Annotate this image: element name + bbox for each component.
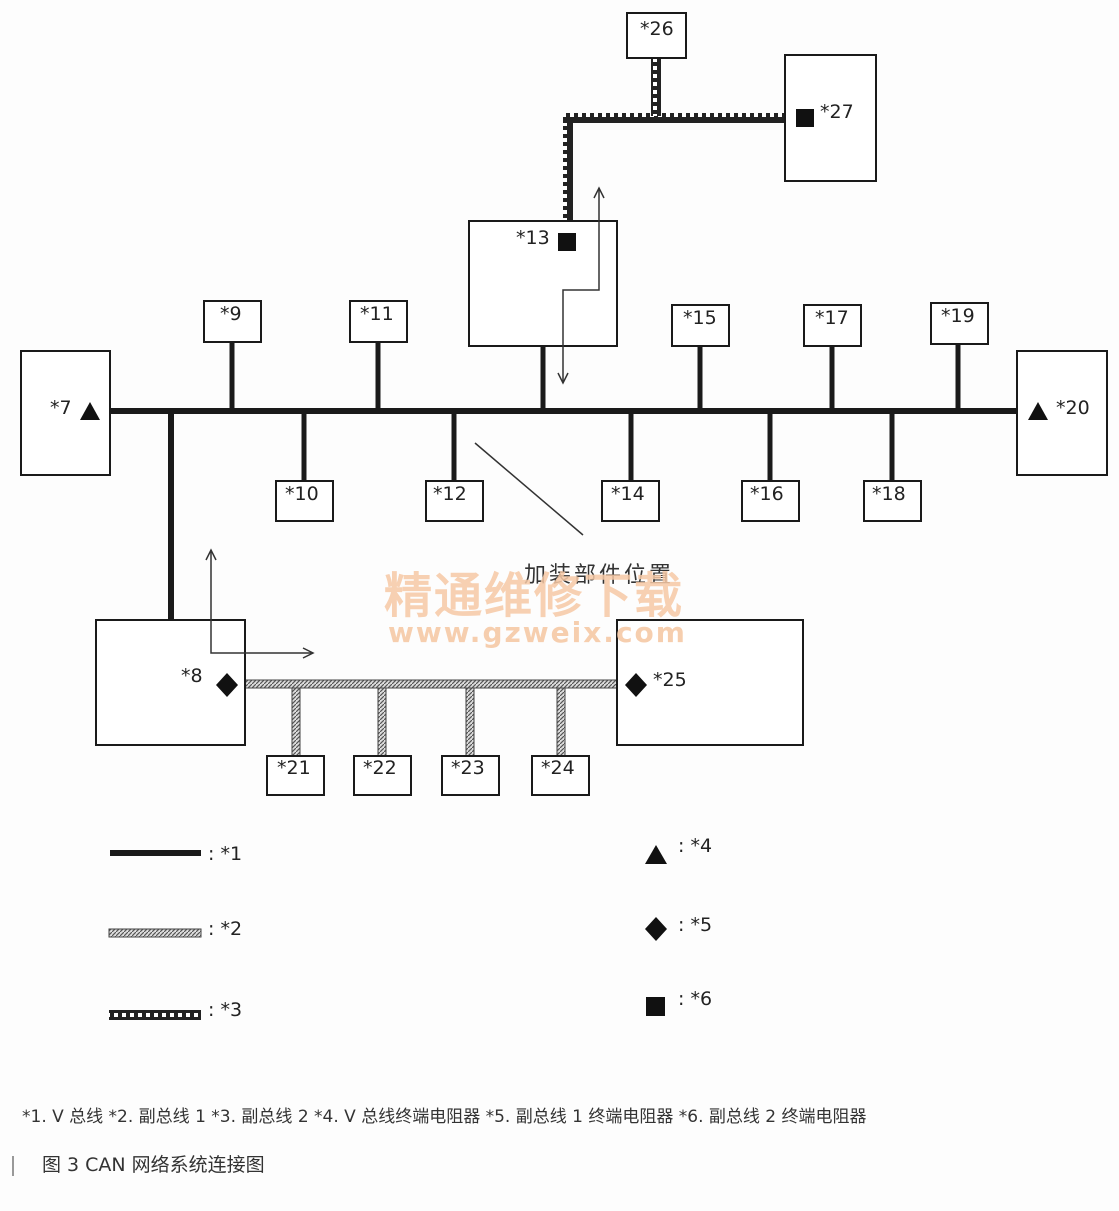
node-14-box (601, 480, 660, 522)
node-label: *11 (360, 303, 394, 325)
node-13-box (468, 220, 618, 347)
legend-label: : *5 (678, 914, 712, 936)
node-label: *23 (451, 757, 485, 779)
node-label: *8 (181, 665, 203, 687)
legend-label: : *6 (678, 988, 712, 1010)
node-label: *17 (815, 307, 849, 329)
node-23-box (441, 755, 500, 796)
figure-caption: 图 3 CAN 网络系统连接图 (42, 1154, 265, 1176)
legend-label: : *1 (208, 843, 242, 865)
watermark-name: 精通维修下载 (384, 568, 684, 624)
sub-bus-1-terminator-icon (645, 917, 667, 941)
legend-label: : *3 (208, 999, 242, 1021)
watermark-url: www.gzweix.com (388, 616, 687, 649)
node-label: *24 (541, 757, 575, 779)
node-21-box (266, 755, 325, 796)
node-label: *7 (50, 397, 72, 419)
v-bus-terminator-icon (80, 402, 100, 420)
caption-bar (12, 1155, 14, 1176)
node-9-box (203, 300, 262, 343)
v-bus-terminator-icon (1028, 402, 1048, 420)
added-component-note: 加装部件位置 (524, 563, 674, 588)
node-19-box (930, 302, 989, 345)
node-label: *20 (1056, 397, 1090, 419)
legend-label: : *4 (678, 835, 712, 857)
node-label: *26 (640, 18, 674, 40)
node-label: *15 (683, 307, 717, 329)
node-label: *9 (220, 303, 242, 325)
node-label: *21 (277, 757, 311, 779)
sub-bus-2-terminator-icon (796, 109, 814, 127)
node-26-box (626, 12, 687, 59)
node-label: *10 (285, 483, 319, 505)
node-label: *27 (820, 101, 854, 123)
node-label: *19 (941, 305, 975, 327)
node-12-box (425, 480, 484, 522)
sub-bus-2-terminator-icon (646, 997, 665, 1016)
node-label: *13 (516, 227, 550, 249)
node-11-box (349, 300, 408, 343)
node-18-box (863, 480, 922, 522)
node-16-box (741, 480, 800, 522)
node-label: *22 (363, 757, 397, 779)
figure-caption-wrap: 图 3 CAN 网络系统连接图 (12, 1150, 265, 1177)
added-component-arrows (205, 186, 605, 659)
node-label: *12 (433, 483, 467, 505)
node-label: *25 (653, 669, 687, 691)
sub-bus-1 (244, 679, 618, 757)
node-22-box (353, 755, 412, 796)
node-10-box (275, 480, 334, 522)
sub-bus-2 (563, 58, 785, 222)
node-label: *18 (872, 483, 906, 505)
sub-bus-1-terminator-icon (625, 673, 647, 697)
v-bus-terminator-icon (645, 845, 667, 864)
sub-bus-1-terminator-icon (216, 673, 238, 697)
node-25-box (616, 619, 804, 746)
node-15-box (671, 304, 730, 347)
legend: : *1 : *2 : *3 : *4 : *5 : *6 (108, 835, 712, 1021)
node-17-box (803, 304, 862, 347)
node-label: *14 (611, 483, 645, 505)
legend-label: : *2 (208, 918, 242, 940)
node-24-box (531, 755, 590, 796)
node-label: *16 (750, 483, 784, 505)
sub-bus-2-terminator-icon (558, 233, 576, 251)
legend-description: *1. V 总线 *2. 副总线 1 *3. 副总线 2 *4. V 总线终端电… (22, 1107, 867, 1127)
v-bus (110, 342, 1017, 620)
